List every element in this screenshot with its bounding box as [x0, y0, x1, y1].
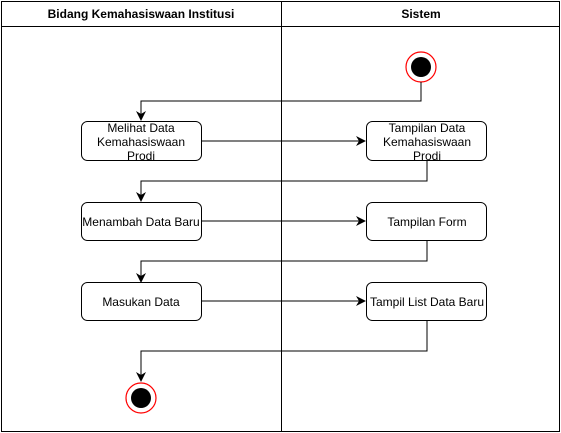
- activity-tampilan-data-line1: Tampilan Data: [389, 121, 466, 135]
- flow-tampilan-data-to-menambah: [136, 160, 428, 202]
- activity-melihat-data: Melihat Data Kemahasiswaan Prodi: [81, 121, 202, 163]
- lane-title-left: Bidang Kemahasiswaan Institusi: [48, 7, 235, 21]
- activity-tampilan-form: Tampilan Form: [366, 202, 487, 241]
- activity-masukan-data: Masukan Data: [81, 282, 202, 321]
- activity-tampilan-data-line3: Prodi: [413, 149, 441, 163]
- activity-melihat-data-line2: Kemahasiswaan: [97, 135, 185, 149]
- activity-menambah-data-baru-label: Menambah Data Baru: [82, 215, 199, 229]
- activity-tampilan-data: Tampilan Data Kemahasiswaan Prodi: [366, 121, 487, 163]
- end-node: [125, 382, 157, 414]
- start-node: [405, 51, 437, 83]
- lane-title-right: Sistem: [401, 7, 440, 21]
- activity-masukan-data-label: Masukan Data: [102, 295, 180, 309]
- activity-melihat-data-line1: Melihat Data: [107, 121, 175, 135]
- activity-menambah-data-baru: Menambah Data Baru: [81, 202, 202, 241]
- flow-tampil-list-to-end: [136, 320, 428, 382]
- activity-tampilan-data-line2: Kemahasiswaan: [383, 135, 471, 149]
- activity-melihat-data-line3: Prodi: [127, 149, 155, 163]
- flow-start-to-melihat: [136, 82, 422, 121]
- activity-tampilan-form-label: Tampilan Form: [387, 215, 466, 229]
- activity-tampil-list: Tampil List Data Baru: [366, 282, 487, 321]
- activity-tampil-list-label: Tampil List Data Baru: [370, 295, 484, 309]
- flow-tampilan-form-to-masukan: [136, 241, 428, 283]
